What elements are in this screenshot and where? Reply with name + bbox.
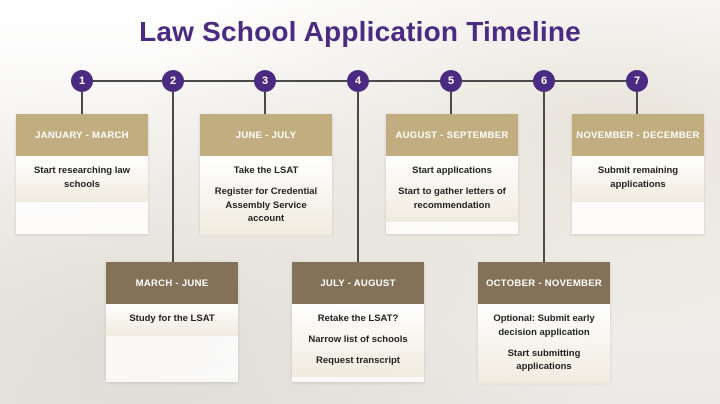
card-item: Start applications [412, 165, 492, 176]
page-title: Law School Application Timeline [139, 16, 581, 47]
card-item: Start to gather letters of recommendatio… [398, 185, 506, 211]
connector-4 [357, 92, 359, 262]
card-body: Start researching law schools [16, 156, 148, 202]
card-item: Take the LSAT [233, 165, 299, 176]
card-item: Retake the LSAT? [317, 313, 399, 324]
timeline-card-7: NOVEMBER - DECEMBER Submit remaining app… [572, 114, 704, 234]
connector-3 [264, 92, 266, 114]
card-period: OCTOBER - NOVEMBER [478, 262, 610, 304]
card-period: MARCH - JUNE [106, 262, 238, 304]
step-marker-6: 6 [533, 70, 555, 92]
card-period: JULY - AUGUST [292, 262, 424, 304]
step-marker-4: 4 [347, 70, 369, 92]
card-period: JUNE - JULY [200, 114, 332, 156]
card-item: Study for the LSAT [129, 313, 215, 324]
card-body: Start applications Start to gather lette… [386, 156, 518, 223]
card-item: Submit remaining applications [597, 165, 679, 190]
card-body: Optional: Submit early decision applicat… [478, 304, 610, 385]
step-marker-3: 3 [254, 70, 276, 92]
card-period: AUGUST - SEPTEMBER [386, 114, 518, 156]
card-body: Retake the LSAT? Narrow list of schools … [292, 304, 424, 378]
timeline-card-6: OCTOBER - NOVEMBER Optional: Submit earl… [478, 262, 610, 385]
card-body: Take the LSAT Register for Credential As… [200, 156, 332, 237]
card-item: Optional: Submit early decision applicat… [493, 313, 595, 338]
card-item: Register for Credential Assembly Service… [214, 185, 318, 225]
step-marker-5: 5 [440, 70, 462, 92]
connector-5 [450, 92, 452, 114]
connector-6 [543, 92, 545, 262]
step-marker-7: 7 [626, 70, 648, 92]
step-marker-2: 2 [162, 70, 184, 92]
card-item: Narrow list of schools [308, 333, 408, 345]
card-body: Study for the LSAT [106, 304, 238, 336]
step-marker-1: 1 [71, 70, 93, 92]
card-body: Submit remaining applications [572, 156, 704, 202]
card-period: NOVEMBER - DECEMBER [572, 114, 704, 156]
card-item: Start researching law schools [33, 165, 131, 190]
timeline-card-5: AUGUST - SEPTEMBER Start applications St… [386, 114, 518, 234]
timeline-card-4: JULY - AUGUST Retake the LSAT? Narrow li… [292, 262, 424, 382]
timeline-card-3: JUNE - JULY Take the LSAT Register for C… [200, 114, 332, 237]
connector-1 [81, 92, 83, 114]
connector-7 [636, 92, 638, 114]
card-item: Request transcript [316, 354, 400, 366]
card-item: Start submitting applications [507, 347, 581, 373]
timeline-card-1: JANUARY - MARCH Start researching law sc… [16, 114, 148, 234]
timeline-card-2: MARCH - JUNE Study for the LSAT [106, 262, 238, 382]
card-period: JANUARY - MARCH [16, 114, 148, 156]
connector-2 [172, 92, 174, 262]
